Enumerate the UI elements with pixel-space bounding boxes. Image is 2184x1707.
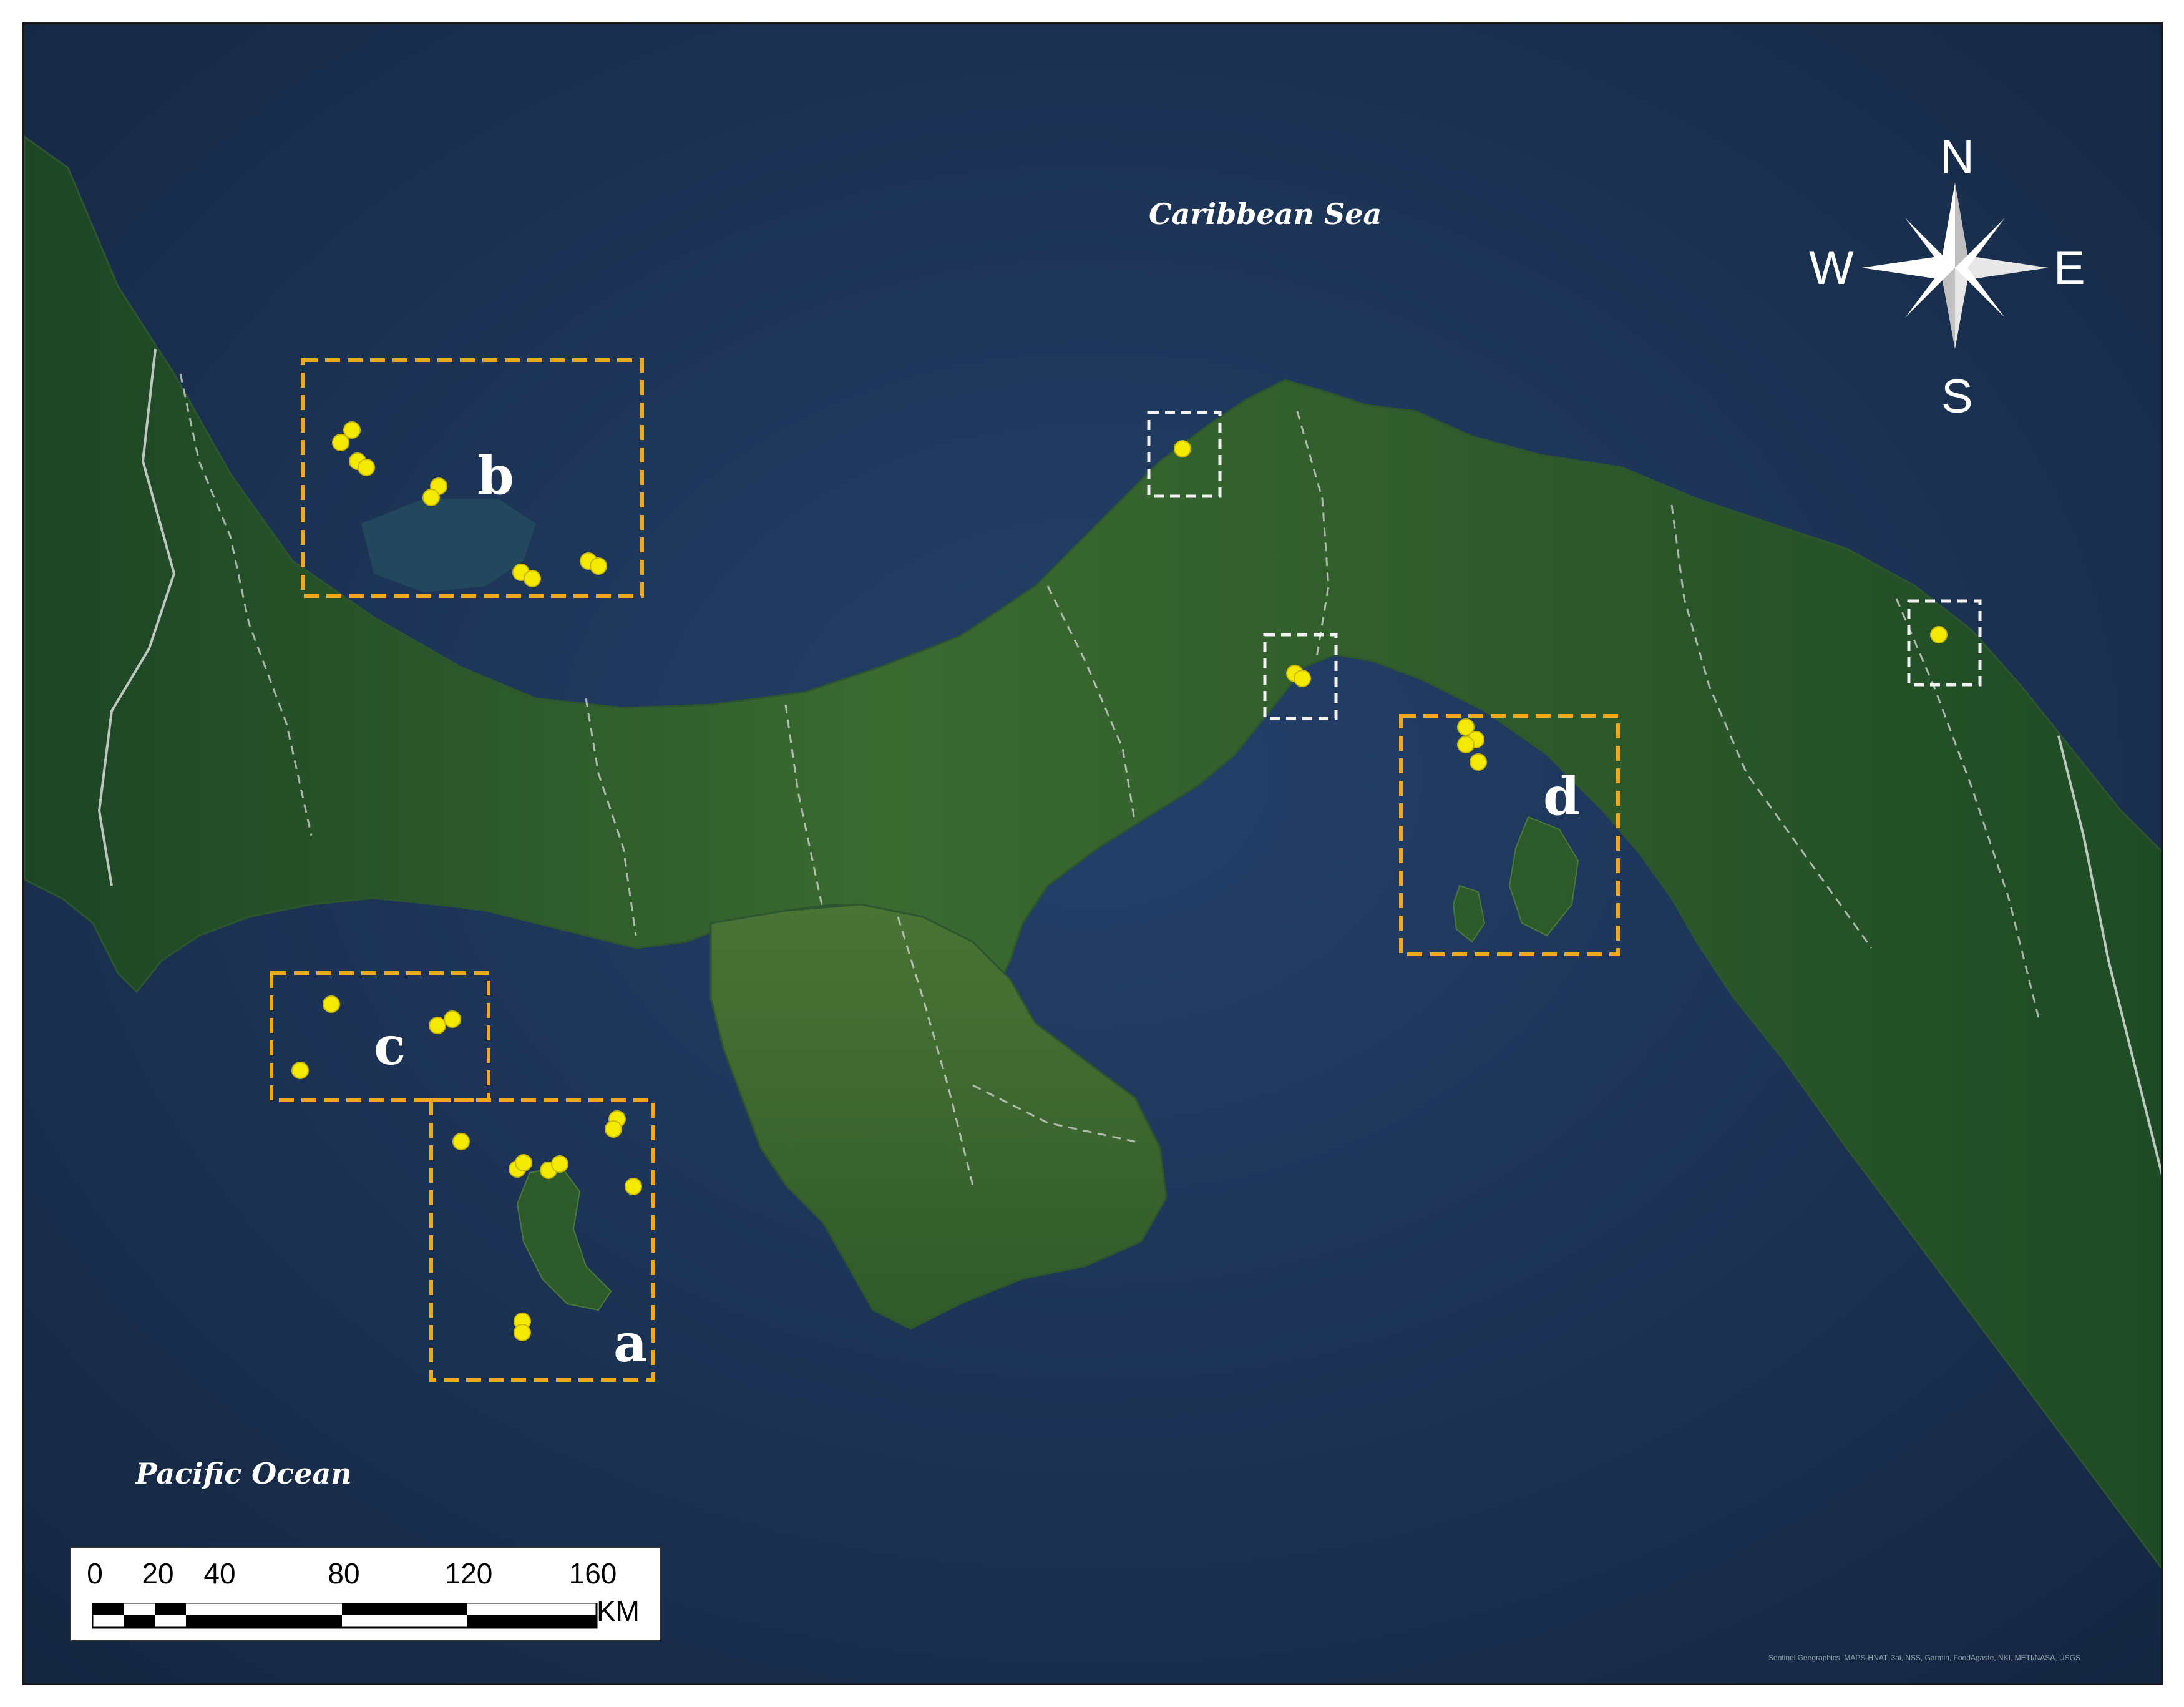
scale-bar-graphic (92, 1603, 598, 1629)
island-coiba (516, 1165, 612, 1311)
site-point[interactable] (551, 1155, 568, 1173)
study-label-c: c (374, 1015, 406, 1077)
site-point[interactable] (515, 1154, 532, 1171)
scale-tick-40: 40 (203, 1557, 236, 1590)
compass-north-label: N (1940, 130, 1974, 183)
landmass-azuero-peninsula (709, 903, 1168, 1330)
scale-unit-label: KM (597, 1595, 640, 1627)
site-point[interactable] (358, 459, 375, 476)
compass-east-label: E (2054, 242, 2085, 295)
study-box-d[interactable] (1399, 714, 1620, 956)
site-point[interactable] (1294, 670, 1311, 687)
study-box-a[interactable] (429, 1098, 655, 1382)
site-point[interactable] (524, 570, 541, 587)
study-label-b: b (477, 444, 514, 506)
site-point[interactable] (444, 1010, 461, 1028)
site-point[interactable] (514, 1324, 531, 1341)
site-box-panama-city[interactable] (1263, 633, 1338, 720)
island-pearl-small (1452, 884, 1486, 943)
country-borders (97, 348, 2161, 1176)
scale-bar: 0 20 40 80 120 160 KM (70, 1547, 661, 1641)
sampling-points (291, 421, 1948, 1341)
caribbean-sea-label: Caribbean Sea (1149, 197, 1382, 231)
site-point[interactable] (323, 995, 340, 1013)
site-point[interactable] (625, 1178, 642, 1195)
scale-tick-120: 120 (444, 1557, 493, 1590)
study-box-c[interactable] (270, 971, 490, 1102)
province-boundaries (179, 373, 2041, 1186)
site-point[interactable] (291, 1062, 309, 1079)
site-point[interactable] (590, 557, 607, 575)
site-box-colon[interactable] (1147, 411, 1222, 498)
landmass-isthmus (24, 135, 2161, 1569)
map-attribution: Sentinel Geographics, MAPS-HNAT, 3ai, NS… (1768, 1653, 2080, 1662)
pacific-ocean-label: Pacific Ocean (134, 1457, 352, 1490)
site-point[interactable] (422, 489, 440, 506)
site-point[interactable] (605, 1120, 622, 1138)
study-box-b[interactable] (301, 358, 644, 598)
map-frame: a b c d Caribbean Sea Pacific Ocean N S … (22, 22, 2163, 1685)
scale-tick-160: 160 (568, 1557, 617, 1590)
site-point[interactable] (1930, 626, 1948, 643)
site-point[interactable] (1457, 718, 1475, 736)
site-point[interactable] (452, 1133, 470, 1150)
site-point[interactable] (332, 434, 349, 451)
study-label-d: d (1543, 765, 1580, 827)
scale-tick-0: 0 (87, 1557, 103, 1590)
compass-south-label: S (1941, 370, 1973, 423)
scale-tick-20: 20 (142, 1557, 174, 1590)
compass-west-label: W (1809, 242, 1854, 295)
site-point[interactable] (1470, 753, 1487, 771)
compass-rose: N S W E (1809, 130, 2085, 423)
site-boxes (1147, 411, 1982, 720)
site-point[interactable] (343, 421, 361, 439)
site-box-guna-yala[interactable] (1907, 599, 1982, 687)
map-canvas[interactable]: a b c d Caribbean Sea Pacific Ocean N S … (24, 24, 2163, 1685)
lagoon-bocas (361, 499, 536, 592)
site-point[interactable] (1457, 736, 1475, 753)
island-pearl-main (1508, 816, 1579, 937)
site-point[interactable] (1174, 440, 1191, 457)
scale-tick-80: 80 (328, 1557, 360, 1590)
study-area-boxes (270, 358, 1620, 1382)
study-label-a: a (613, 1312, 647, 1374)
site-point[interactable] (429, 1017, 446, 1034)
